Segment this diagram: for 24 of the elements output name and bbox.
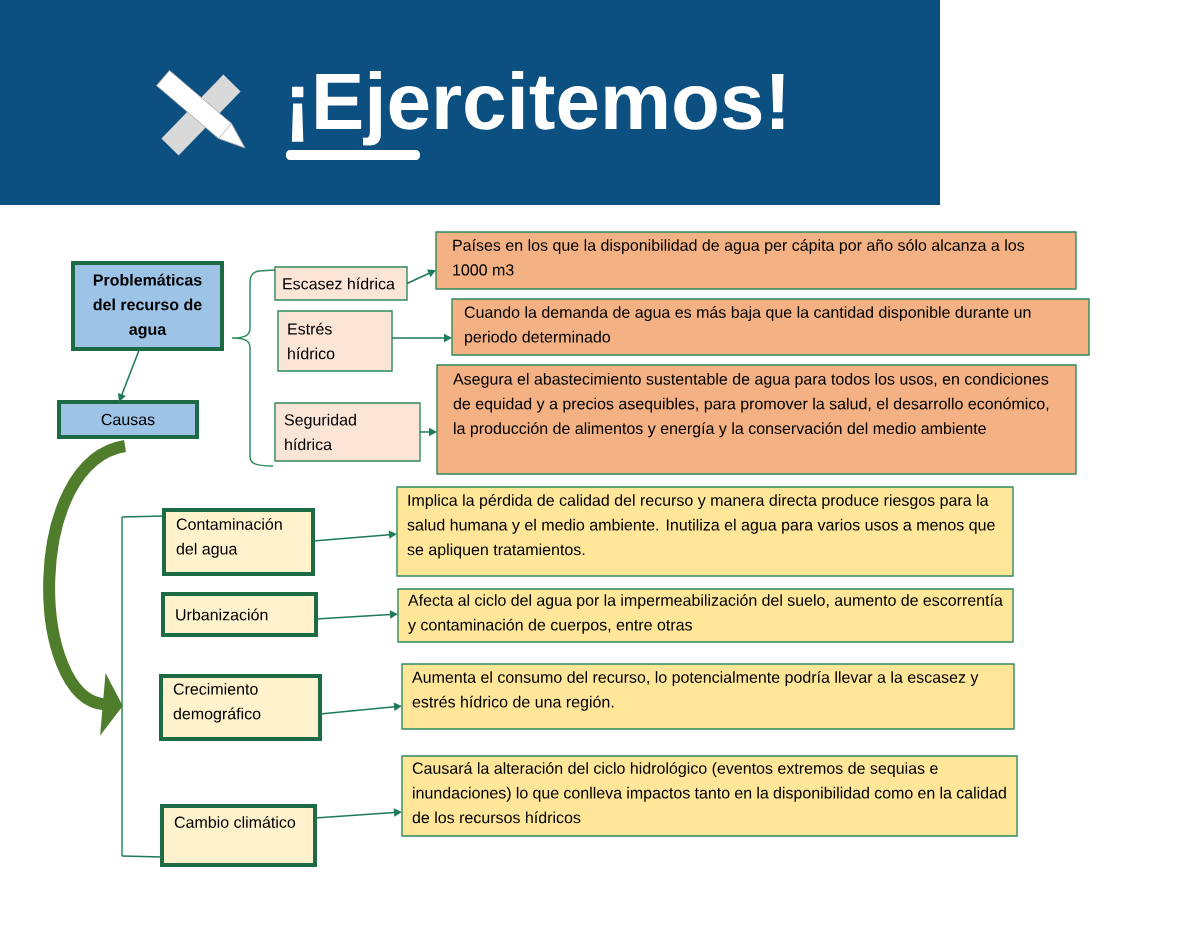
concept-box: Seguridad hídrica xyxy=(274,402,421,462)
definition-box: Asegura el abastecimiento sustentable de agua para todos los usos, en condiciones de equidad y a precios asequibles, para promover la salud, el desarrollo económico, la producción de alimentos y energía y la conservación del medio ambiente xyxy=(436,364,1077,475)
connector-line xyxy=(121,855,163,858)
cause-box: Urbanización xyxy=(161,592,318,637)
arrow xyxy=(312,530,397,542)
definition-box: Cuando la demanda de agua es más baja que la cantidad disponible durante un periodo determinado xyxy=(451,298,1090,356)
arrow xyxy=(406,269,436,285)
arrow xyxy=(319,702,402,715)
title: ¡Ejercitemos! xyxy=(291,71,784,146)
cause-box: Crecimiento demográfico xyxy=(159,674,322,741)
topic-box: Problemáticas del recurso de agua xyxy=(71,261,224,351)
connector-line xyxy=(121,515,165,518)
concept-box: Escasez hídrica xyxy=(274,266,408,301)
description-box: Afecta al ciclo del agua por la impermeabilización del suelo, aumento de escorrentía y contaminación de cuerpos, entre otras xyxy=(397,588,1014,643)
arrow xyxy=(314,808,402,819)
definition-box: Países en los que la disponibilidad de agua per cápita por año sólo alcanza a los 1000 m3 xyxy=(435,231,1077,290)
cause-box: Contaminación del agua xyxy=(162,508,315,576)
concept-box: Estrés hídrico xyxy=(277,310,393,372)
cause-box: Cambio climático xyxy=(160,804,317,867)
category-box: Causas xyxy=(57,400,199,439)
description-box: Causará la alteración del ciclo hidrológico (eventos extremos de sequias e inundaciones) lo que conlleva impactos tanto en la disponibilidad como en la calidad de los recursos hídricos xyxy=(401,755,1018,837)
arrow xyxy=(315,610,398,620)
description-box: Implica la pérdida de calidad del recurso y manera directa produce riesgos para la salud humana y el medio ambiente. Inutiliza el agua para varios usos a menos que se apliquen tratamientos. xyxy=(396,486,1014,577)
description-box: Aumenta el consumo del recurso, lo potencialmente podría llevar a la escasez y estrés hídrico de una región. xyxy=(401,663,1015,730)
